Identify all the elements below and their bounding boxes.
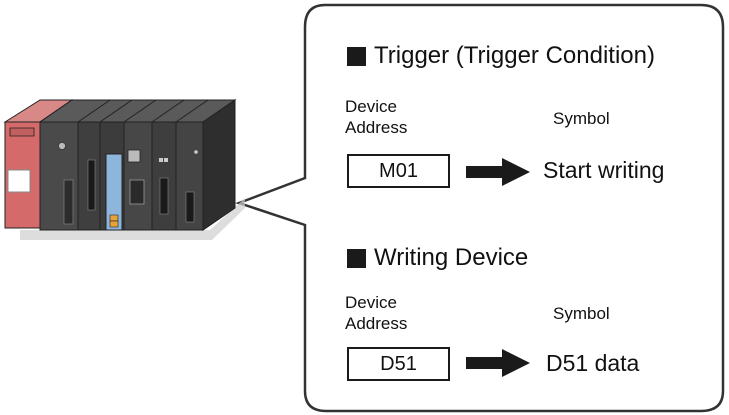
writing-device-title-text: Writing Device bbox=[374, 244, 529, 271]
square-bullet-icon bbox=[347, 46, 366, 66]
trigger-device-address-label: Device Address bbox=[345, 96, 407, 138]
writing-device-label-line1: Device bbox=[345, 293, 397, 312]
trigger-section-title: Trigger (Trigger Condition) bbox=[347, 44, 655, 68]
trigger-title-text: Trigger (Trigger Condition) bbox=[374, 42, 655, 69]
writing-device-label-line2: Address bbox=[345, 314, 408, 333]
trigger-device-address-box: M01 bbox=[347, 154, 450, 188]
writing-device-address-value: D51 bbox=[380, 352, 417, 375]
plc-unit-illustration bbox=[3, 99, 245, 240]
right-arrow-icon bbox=[466, 158, 530, 186]
trigger-device-label-line2: Address bbox=[345, 118, 408, 137]
right-arrow-icon bbox=[466, 349, 530, 377]
writing-device-symbol-label: Symbol bbox=[553, 304, 610, 323]
writing-device-symbol-value: D51 data bbox=[546, 350, 640, 376]
writing-device-address-label: Device Address bbox=[345, 292, 407, 334]
trigger-device-label-line1: Device bbox=[345, 97, 397, 116]
trigger-symbol-value: Start writing bbox=[543, 157, 665, 183]
trigger-symbol-label: Symbol bbox=[553, 109, 610, 128]
writing-device-address-box: D51 bbox=[347, 347, 450, 381]
trigger-device-address-value: M01 bbox=[379, 159, 418, 182]
square-bullet-icon bbox=[347, 248, 366, 268]
writing-device-section-title: Writing Device bbox=[347, 246, 528, 270]
